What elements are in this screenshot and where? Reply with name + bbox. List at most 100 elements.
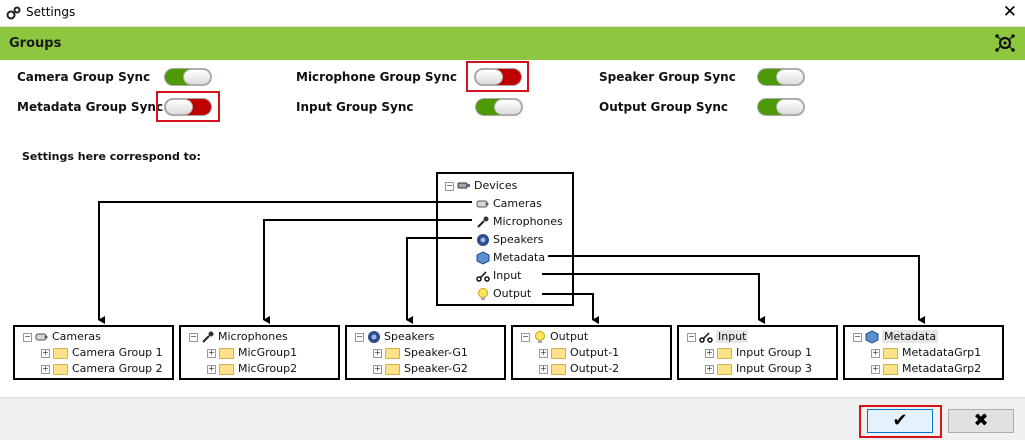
tree-node-microphones[interactable]: Microphones <box>476 214 563 230</box>
devices-icon <box>457 182 470 189</box>
output-group-sync-toggle[interactable] <box>757 98 805 116</box>
folder-icon <box>883 363 898 375</box>
highlight-box <box>466 61 529 92</box>
tree-node-metadata-root[interactable]: −Metadata <box>853 329 939 345</box>
tree-node-group[interactable]: +Output-1 <box>539 345 619 361</box>
tree-label: Input <box>716 330 749 343</box>
expand-icon[interactable]: + <box>539 363 548 374</box>
toggle-knob <box>776 69 804 85</box>
expand-icon[interactable]: + <box>41 363 50 374</box>
expand-icon[interactable]: + <box>871 347 880 358</box>
speaker-group-sync-toggle[interactable] <box>757 68 805 86</box>
microphones-group-tree: − Microphones +MicGroup1 + MicGroup2 <box>179 325 340 380</box>
highlight-box <box>859 405 942 438</box>
tree-node-group[interactable]: + Camera Group 1 <box>41 345 163 361</box>
tree-label: Cameras <box>493 197 542 210</box>
tree-label: Microphones <box>493 215 563 228</box>
tree-label: Output <box>550 330 589 343</box>
metadata-icon <box>476 251 490 265</box>
tree-node-group[interactable]: +Speaker-G1 <box>373 345 468 361</box>
tree-label: Input <box>493 269 522 282</box>
tree-node-input[interactable]: Input <box>476 268 521 284</box>
lightbulb-icon <box>535 331 545 343</box>
expand-icon[interactable]: + <box>373 363 382 374</box>
input-group-sync-label: Input Group Sync <box>296 100 414 114</box>
metadata-group-sync-toggle[interactable] <box>164 98 212 116</box>
metadata-group-tree: −Metadata + MetadataGrp1 + MetadataGrp2 <box>843 325 1004 380</box>
folder-icon <box>717 347 732 359</box>
collapse-icon[interactable]: − <box>355 331 364 342</box>
tree-node-input-root[interactable]: − Input <box>687 329 749 345</box>
input-group-sync-toggle[interactable] <box>475 98 523 116</box>
tree-node-cameras-root[interactable]: − Cameras <box>23 329 101 345</box>
window-title: Settings <box>26 5 76 19</box>
tree-label: Devices <box>474 179 518 192</box>
tree-label: Input Group 1 <box>736 346 812 359</box>
collapse-icon[interactable]: − <box>853 331 862 342</box>
expand-icon[interactable]: + <box>705 363 714 374</box>
tree-node-group[interactable]: +Input Group 3 <box>705 361 812 377</box>
camera-icon <box>476 200 489 208</box>
expand-icon[interactable]: + <box>539 347 548 358</box>
tree-label: Cameras <box>52 330 101 343</box>
output-group-tree: − Output +Output-1 +Output-2 <box>511 325 672 380</box>
tree-label: Camera Group 2 <box>72 362 163 375</box>
tree-node-speakers-root[interactable]: −Speakers <box>355 329 434 345</box>
tree-node-speakers[interactable]: Speakers <box>476 232 543 248</box>
gears-icon <box>6 6 21 20</box>
folder-icon <box>219 347 234 359</box>
folder-icon <box>53 363 68 375</box>
tree-node-group[interactable]: +MicGroup1 <box>207 345 297 361</box>
tree-node-group[interactable]: +Speaker-G2 <box>373 361 468 377</box>
speaker-icon <box>477 234 489 246</box>
input-group-tree: − Input + Input Group 1 +Input Group 3 <box>677 325 838 380</box>
collapse-icon[interactable]: − <box>687 331 696 342</box>
expand-icon[interactable]: + <box>41 347 50 358</box>
microphone-icon <box>477 216 489 228</box>
collapse-icon[interactable]: − <box>189 331 198 342</box>
network-settings-icon[interactable] <box>993 31 1017 55</box>
close-button[interactable]: ✕ <box>1002 2 1017 22</box>
collapse-icon[interactable]: − <box>23 331 32 342</box>
tree-label: MetadataGrp2 <box>902 362 982 375</box>
collapse-icon[interactable]: − <box>445 180 454 191</box>
metadata-group-sync-label: Metadata Group Sync <box>17 100 164 114</box>
tree-node-output-root[interactable]: − Output <box>521 329 588 345</box>
tree-node-metadata[interactable]: Metadata <box>476 250 545 266</box>
microphone-icon <box>202 331 214 343</box>
tree-node-output[interactable]: Output <box>476 286 531 302</box>
groups-header: Groups <box>0 27 1025 60</box>
tree-label: MicGroup2 <box>238 362 298 375</box>
cameras-group-tree: − Cameras + Camera Group 1 + Camera Group 2 <box>13 325 174 380</box>
cancel-button[interactable]: ✖ <box>948 409 1014 433</box>
title-bar: Settings ✕ <box>0 0 1025 27</box>
camera-group-sync-toggle[interactable] <box>164 68 212 86</box>
tree-node-group[interactable]: + MetadataGrp1 <box>871 345 981 361</box>
collapse-icon[interactable]: − <box>521 331 530 342</box>
expand-icon[interactable]: + <box>373 347 382 358</box>
folder-icon <box>883 347 898 359</box>
expand-icon[interactable]: + <box>705 347 714 358</box>
tree-node-group[interactable]: + Input Group 1 <box>705 345 812 361</box>
expand-icon[interactable]: + <box>207 363 216 374</box>
toggle-knob <box>776 99 804 115</box>
tree-label: Microphones <box>218 330 288 343</box>
tree-node-devices[interactable]: − Devices <box>445 178 517 194</box>
tree-node-group[interactable]: + Camera Group 2 <box>41 361 163 377</box>
tree-node-group[interactable]: +Output-2 <box>539 361 619 377</box>
expand-icon[interactable]: + <box>871 363 880 374</box>
ok-button[interactable]: ✔ <box>867 409 933 433</box>
lightbulb-icon <box>478 288 488 300</box>
input-icon <box>699 332 713 343</box>
devices-tree: − Devices Cameras Microphones Speakers Me… <box>436 172 574 306</box>
tree-node-group[interactable]: + MetadataGrp2 <box>871 361 981 377</box>
folder-icon <box>385 363 400 375</box>
microphone-group-sync-toggle[interactable] <box>474 68 522 86</box>
tree-node-cameras[interactable]: Cameras <box>476 196 542 212</box>
expand-icon[interactable]: + <box>207 347 216 358</box>
tree-label: MetadataGrp1 <box>902 346 982 359</box>
tree-label: Camera Group 1 <box>72 346 163 359</box>
folder-icon <box>551 347 566 359</box>
tree-node-microphones-root[interactable]: − Microphones <box>189 329 288 345</box>
tree-node-group[interactable]: + MicGroup2 <box>207 361 297 377</box>
